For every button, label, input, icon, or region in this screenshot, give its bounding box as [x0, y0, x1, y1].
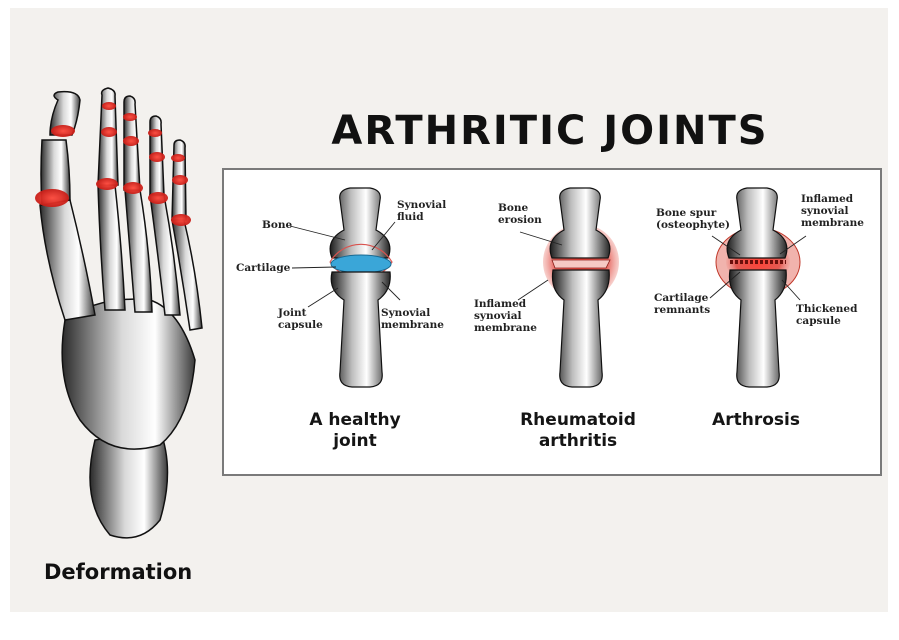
healthy-joint-figure [290, 188, 400, 387]
label-synovial-membrane: Synovial membrane [381, 307, 444, 331]
label-joint-capsule: Joint capsule [278, 307, 323, 331]
metatarsal-1 [40, 200, 95, 320]
inflamed-joint [123, 136, 139, 146]
lower-bone [729, 270, 786, 387]
label-cartilage-remnants: Cartilage remnants [654, 292, 710, 316]
inflamed-joint [102, 102, 116, 110]
deformation-caption: Deformation [44, 560, 192, 584]
upper-bone [550, 188, 610, 258]
lower-bone [552, 270, 609, 387]
inflamed-joint [101, 127, 117, 137]
inflamed-joint [148, 129, 162, 137]
upper-bone [727, 188, 787, 258]
metatarsal-3 [125, 190, 152, 312]
tarsal-bones [62, 299, 195, 449]
inflamed-joint [172, 175, 188, 185]
label-cartilage: Cartilage [236, 262, 290, 274]
inflamed-joint [171, 214, 191, 226]
label-bone: Bone [262, 219, 292, 231]
label-synovial-fluid: Synovial fluid [397, 199, 446, 223]
inflamed-joint [149, 152, 165, 162]
cartilage [331, 255, 391, 273]
caption-rheumatoid-arthritis: Rheumatoid arthritis [508, 410, 648, 452]
foot-skeleton-illustration [20, 80, 240, 640]
eroded-gap [552, 260, 610, 268]
metatarsal-2 [98, 185, 125, 310]
caption-arthrosis: Arthrosis [696, 410, 816, 431]
inflamed-joint [35, 189, 69, 207]
inflamed-joint [96, 178, 118, 190]
inflamed-joint [51, 125, 75, 137]
inflamed-joint [148, 192, 168, 204]
upper-bone [330, 188, 390, 258]
label-bone-spur: Bone spur (osteophyte) [656, 207, 730, 231]
inflamed-joint [123, 113, 137, 121]
caption-healthy-joint: A healthy joint [290, 410, 420, 452]
label-inflamed-synovial-membrane: Inflamed synovial membrane [474, 298, 537, 334]
inflamed-joint [123, 182, 143, 194]
label-thickened-capsule: Thickened capsule [796, 303, 857, 327]
label-bone-erosion: Bone erosion [498, 202, 542, 226]
label-inflamed-synovial-membrane: Inflamed synovial membrane [801, 193, 864, 229]
page-title: ARTHRITIC JOINTS [330, 108, 770, 154]
inflamed-joint [171, 154, 185, 162]
